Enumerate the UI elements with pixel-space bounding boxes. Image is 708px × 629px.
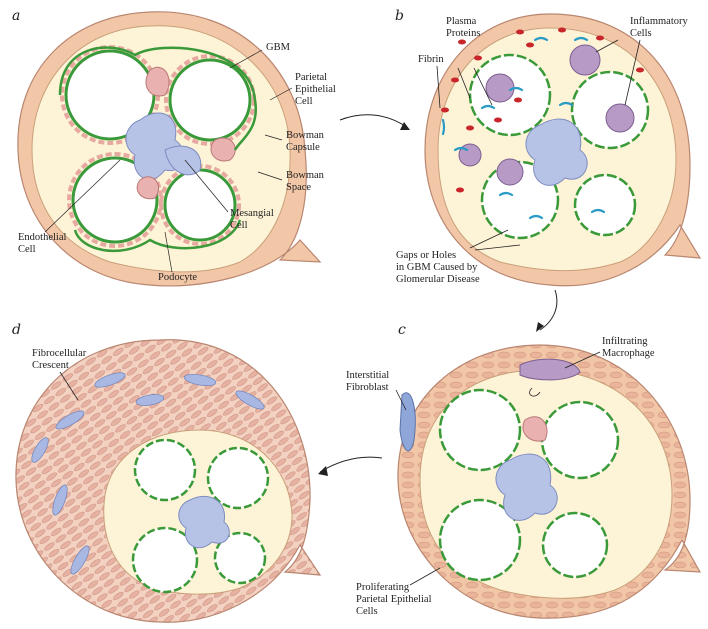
capillary-loop bbox=[206, 446, 270, 510]
panel-letter-d: d bbox=[12, 322, 21, 338]
interstitial-fibroblast bbox=[399, 392, 416, 452]
mesangial-cell bbox=[525, 118, 588, 186]
panel-letter-c: c bbox=[398, 322, 406, 338]
infiltrating-macrophage bbox=[519, 358, 581, 381]
panel-d-glomerulus bbox=[15, 339, 322, 623]
gbm-a bbox=[58, 46, 258, 253]
label-podocyte: Podocyte bbox=[158, 272, 198, 283]
arrow-c-to-d bbox=[319, 456, 383, 473]
capillary-loop bbox=[168, 58, 252, 142]
arrow-b-to-c bbox=[539, 289, 558, 331]
capillary-loop bbox=[131, 526, 199, 594]
label-gbm: GBM bbox=[266, 42, 290, 53]
capillary-loop bbox=[573, 173, 637, 237]
capillary-loop bbox=[163, 168, 237, 242]
capillary-loop bbox=[541, 511, 609, 579]
inflammatory-cell bbox=[605, 103, 635, 133]
panel-a-glomerulus bbox=[17, 11, 322, 287]
mesangial-cell bbox=[178, 495, 230, 549]
capillary-loop bbox=[133, 438, 197, 502]
capillary-loop bbox=[438, 388, 522, 472]
panel-letter-a: a bbox=[12, 8, 21, 24]
capillary-loop bbox=[213, 531, 267, 585]
inflammatory-cell bbox=[485, 73, 515, 103]
panel-b-glomerulus bbox=[424, 13, 702, 287]
capillary-loop bbox=[438, 498, 522, 582]
capillary-loop bbox=[540, 400, 620, 480]
inflammatory-cell bbox=[496, 158, 524, 186]
mesangial-cell bbox=[495, 453, 558, 521]
capillary-loop bbox=[71, 156, 159, 244]
plasma-proteins bbox=[441, 27, 644, 193]
panel-c-glomerulus bbox=[395, 344, 702, 619]
inflammatory-cell bbox=[569, 44, 601, 76]
label-fibrin: Fibrin bbox=[418, 54, 444, 65]
arrow-a-to-b bbox=[339, 114, 409, 129]
panel-letter-b: b bbox=[395, 8, 404, 24]
podocyte bbox=[145, 67, 170, 97]
crescent-cells bbox=[31, 372, 265, 575]
fibrin-strands bbox=[441, 36, 606, 220]
podocyte bbox=[522, 416, 548, 442]
